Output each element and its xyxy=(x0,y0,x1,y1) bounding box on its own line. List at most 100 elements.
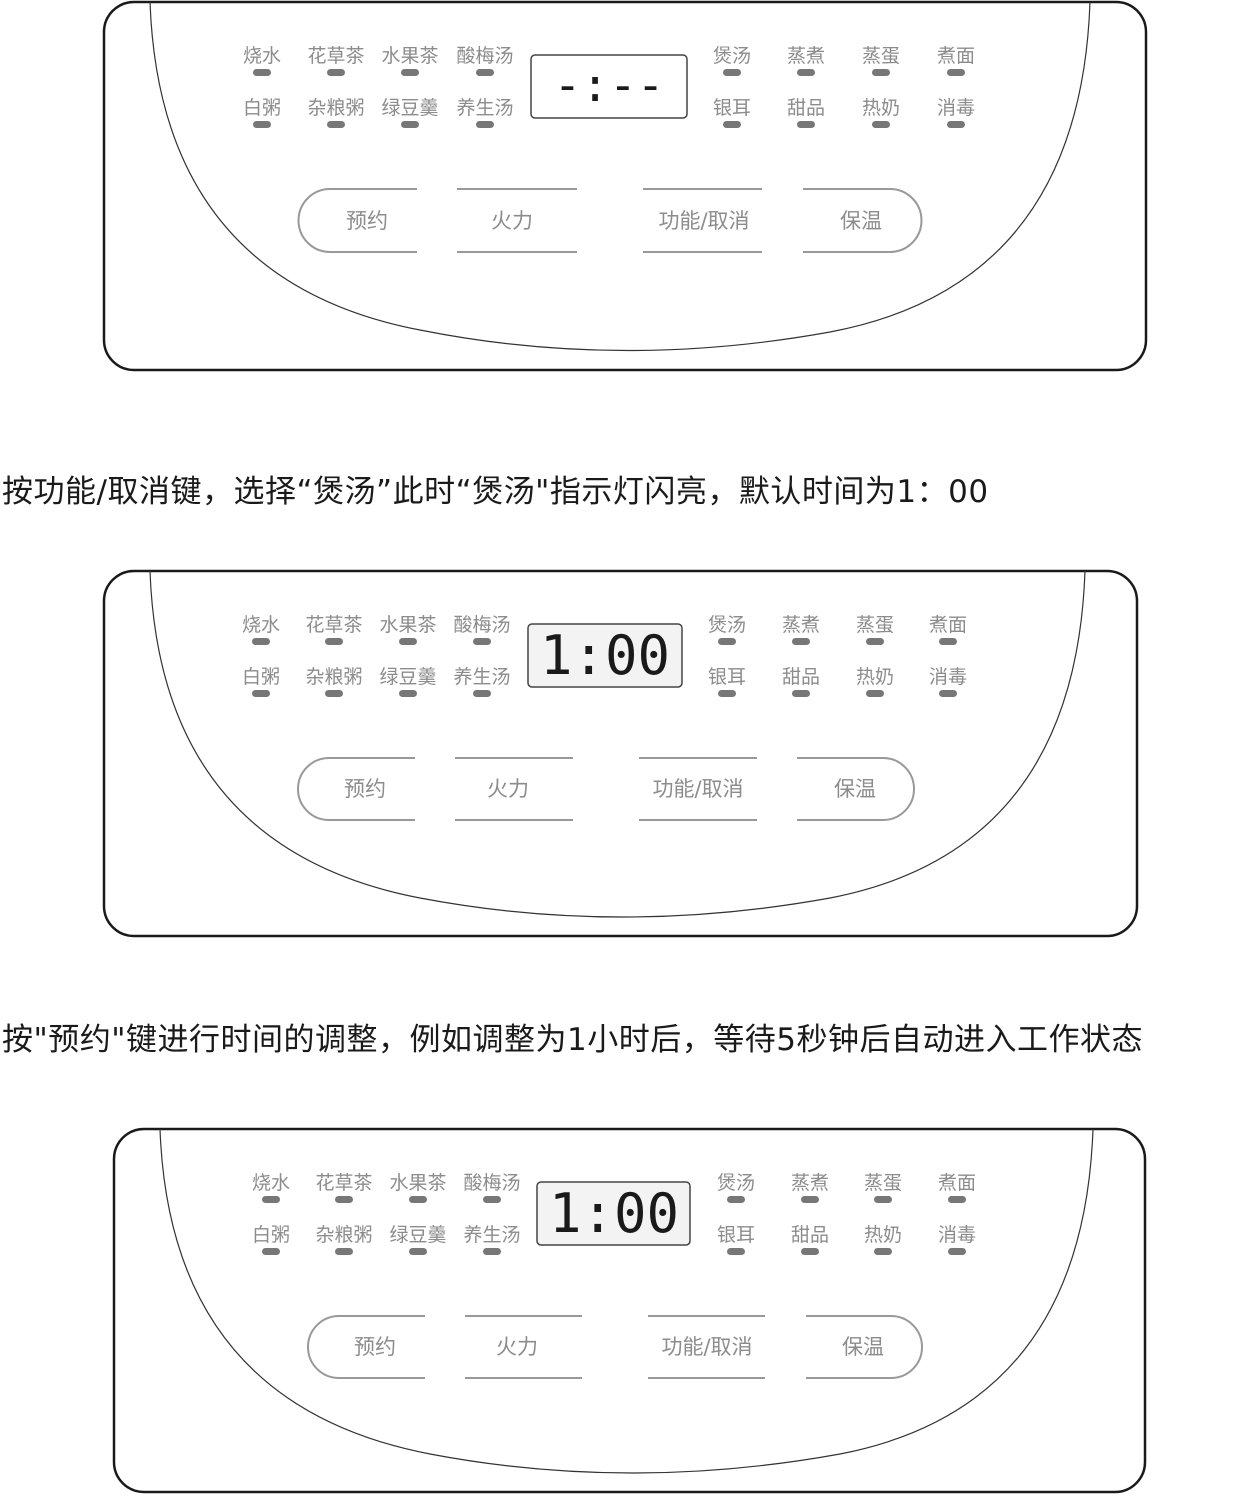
control-panel-1: -:-- 烧水 花草茶 水果茶 酸梅汤 煲汤 蒸煮 蒸蛋 煮面 白粥 杂粮粥 绿… xyxy=(102,0,1148,372)
indicator-led xyxy=(718,638,736,645)
mode-label: 热奶 xyxy=(864,1224,902,1246)
mode-label: 蒸煮 xyxy=(787,45,825,67)
power-button-label[interactable]: 火力 xyxy=(487,777,529,801)
panel-contour xyxy=(149,1,1091,352)
mode-label: 养生汤 xyxy=(453,666,510,688)
mode-label: 白粥 xyxy=(243,97,281,119)
indicator-led xyxy=(399,638,417,645)
lcd-display xyxy=(530,54,688,119)
indicator-led xyxy=(947,121,965,128)
mode-label: 水果茶 xyxy=(379,614,436,636)
indicator-led xyxy=(409,1248,427,1255)
mode-label: 银耳 xyxy=(713,97,751,119)
indicator-led xyxy=(483,1196,501,1203)
indicator-led xyxy=(948,1196,966,1203)
indicator-led xyxy=(874,1248,892,1255)
keep-warm-button[interactable] xyxy=(803,188,923,253)
indicator-led xyxy=(325,638,343,645)
power-button-label[interactable]: 火力 xyxy=(496,1335,538,1359)
mode-label: 热奶 xyxy=(856,666,894,688)
mode-label: 烧水 xyxy=(243,45,281,67)
mode-label: 花草茶 xyxy=(315,1172,372,1194)
mode-label: 银耳 xyxy=(717,1224,755,1246)
indicator-led xyxy=(476,69,494,76)
mode-label: 烧水 xyxy=(242,614,280,636)
function-cancel-button-label[interactable]: 功能/取消 xyxy=(652,777,743,801)
mode-label: 甜品 xyxy=(782,666,820,688)
mode-label: 养生汤 xyxy=(456,97,513,119)
reserve-button[interactable] xyxy=(297,188,417,253)
keep-warm-button[interactable] xyxy=(806,1315,923,1379)
indicator-led xyxy=(939,638,957,645)
indicator-led xyxy=(476,121,494,128)
mode-label: 杂粮粥 xyxy=(305,666,362,688)
indicator-led xyxy=(252,638,270,645)
indicator-led xyxy=(253,121,271,128)
indicator-led xyxy=(723,121,741,128)
indicator-led xyxy=(483,1248,501,1255)
mode-label: 蒸蛋 xyxy=(864,1172,902,1194)
mode-label: 酸梅汤 xyxy=(456,45,513,67)
mode-label: 蒸蛋 xyxy=(862,45,900,67)
indicator-led xyxy=(874,1196,892,1203)
panel-frame xyxy=(102,569,1139,938)
mode-label: 水果茶 xyxy=(389,1172,446,1194)
mode-label: 绿豆羹 xyxy=(381,97,438,119)
function-cancel-button-label[interactable]: 功能/取消 xyxy=(658,209,749,233)
lcd-value: 1:00 xyxy=(549,1182,679,1245)
mode-label: 消毒 xyxy=(938,1224,976,1246)
indicator-led xyxy=(866,690,884,697)
indicator-led xyxy=(792,638,810,645)
mode-label: 煲汤 xyxy=(717,1172,755,1194)
indicator-led xyxy=(939,690,957,697)
indicator-led xyxy=(399,690,417,697)
reserve-button[interactable] xyxy=(307,1315,425,1379)
panel-contour xyxy=(159,1128,1094,1474)
indicator-led xyxy=(401,121,419,128)
indicator-led xyxy=(723,69,741,76)
mode-grid: 烧水 花草茶 水果茶 酸梅汤 煲汤 蒸煮 蒸蛋 煮面 白粥 杂粮粥 绿豆羹 养生… xyxy=(243,45,975,128)
lcd-display xyxy=(536,1181,691,1246)
keep-warm-button-label[interactable]: 保温 xyxy=(842,1335,884,1359)
indicator-led xyxy=(792,690,810,697)
mode-label: 甜品 xyxy=(787,97,825,119)
indicator-led xyxy=(947,69,965,76)
keep-warm-button[interactable] xyxy=(797,757,915,821)
indicator-led xyxy=(473,690,491,697)
mode-label: 酸梅汤 xyxy=(453,614,510,636)
indicator-led xyxy=(262,1196,280,1203)
mode-label: 热奶 xyxy=(862,97,900,119)
mode-label: 消毒 xyxy=(929,666,967,688)
reserve-button-label[interactable]: 预约 xyxy=(344,777,386,801)
indicator-led xyxy=(872,69,890,76)
power-button-label[interactable]: 火力 xyxy=(491,209,533,233)
keep-warm-button-label[interactable]: 保温 xyxy=(840,209,882,233)
mode-label: 白粥 xyxy=(242,666,280,688)
function-cancel-button-label[interactable]: 功能/取消 xyxy=(661,1335,752,1359)
mode-label: 杂粮粥 xyxy=(307,97,364,119)
mode-label: 酸梅汤 xyxy=(463,1172,520,1194)
mode-label: 银耳 xyxy=(708,666,746,688)
indicator-led xyxy=(872,121,890,128)
indicator-led xyxy=(335,1196,353,1203)
reserve-button[interactable] xyxy=(297,757,415,821)
indicator-led xyxy=(327,121,345,128)
mode-grid: 烧水 花草茶 水果茶 酸梅汤 煲汤 蒸煮 蒸蛋 煮面 白粥 杂粮粥 绿豆羹 养生… xyxy=(252,1172,976,1255)
indicator-led xyxy=(727,1248,745,1255)
mode-label: 煮面 xyxy=(937,45,975,67)
indicator-led xyxy=(801,1248,819,1255)
indicator-led xyxy=(801,1196,819,1203)
mode-label: 白粥 xyxy=(252,1224,290,1246)
indicator-led xyxy=(335,1248,353,1255)
mode-label: 甜品 xyxy=(791,1224,829,1246)
keep-warm-button-label[interactable]: 保温 xyxy=(834,777,876,801)
mode-grid: 烧水 花草茶 水果茶 酸梅汤 煲汤 蒸煮 蒸蛋 煮面 白粥 杂粮粥 绿豆羹 养生… xyxy=(242,614,967,697)
instruction-step-2: 按"预约"键进行时间的调整，例如调整为1小时后，等待5秒钟后自动进入工作状态 xyxy=(2,1022,1143,1058)
panel-frame xyxy=(102,0,1148,372)
mode-label: 杂粮粥 xyxy=(315,1224,372,1246)
mode-label: 煲汤 xyxy=(713,45,751,67)
reserve-button-label[interactable]: 预约 xyxy=(354,1335,396,1359)
reserve-button-label[interactable]: 预约 xyxy=(346,209,388,233)
indicator-led xyxy=(252,690,270,697)
indicator-led xyxy=(866,638,884,645)
